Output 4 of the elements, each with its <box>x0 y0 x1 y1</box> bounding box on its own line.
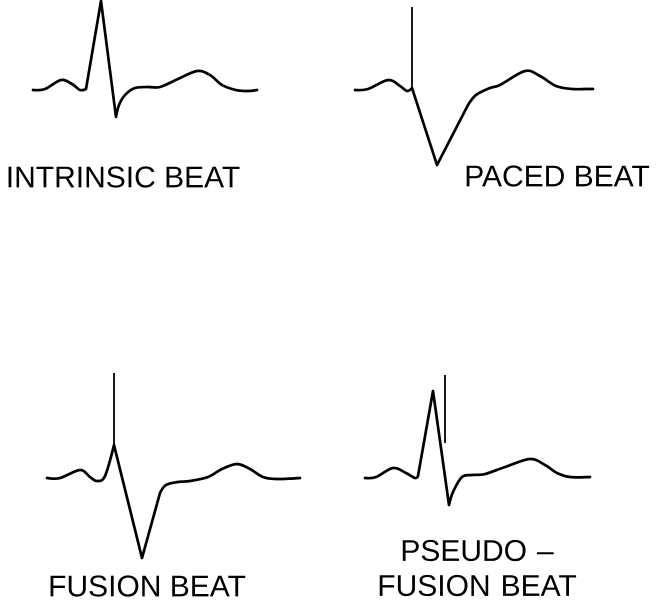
beat-label: PSEUDO – FUSION BEAT <box>380 540 576 596</box>
beat-label: FUSION BEAT <box>50 575 246 597</box>
beat-label: INTRINSIC BEAT <box>8 166 240 188</box>
beat-label: PACED BEAT <box>466 165 650 187</box>
